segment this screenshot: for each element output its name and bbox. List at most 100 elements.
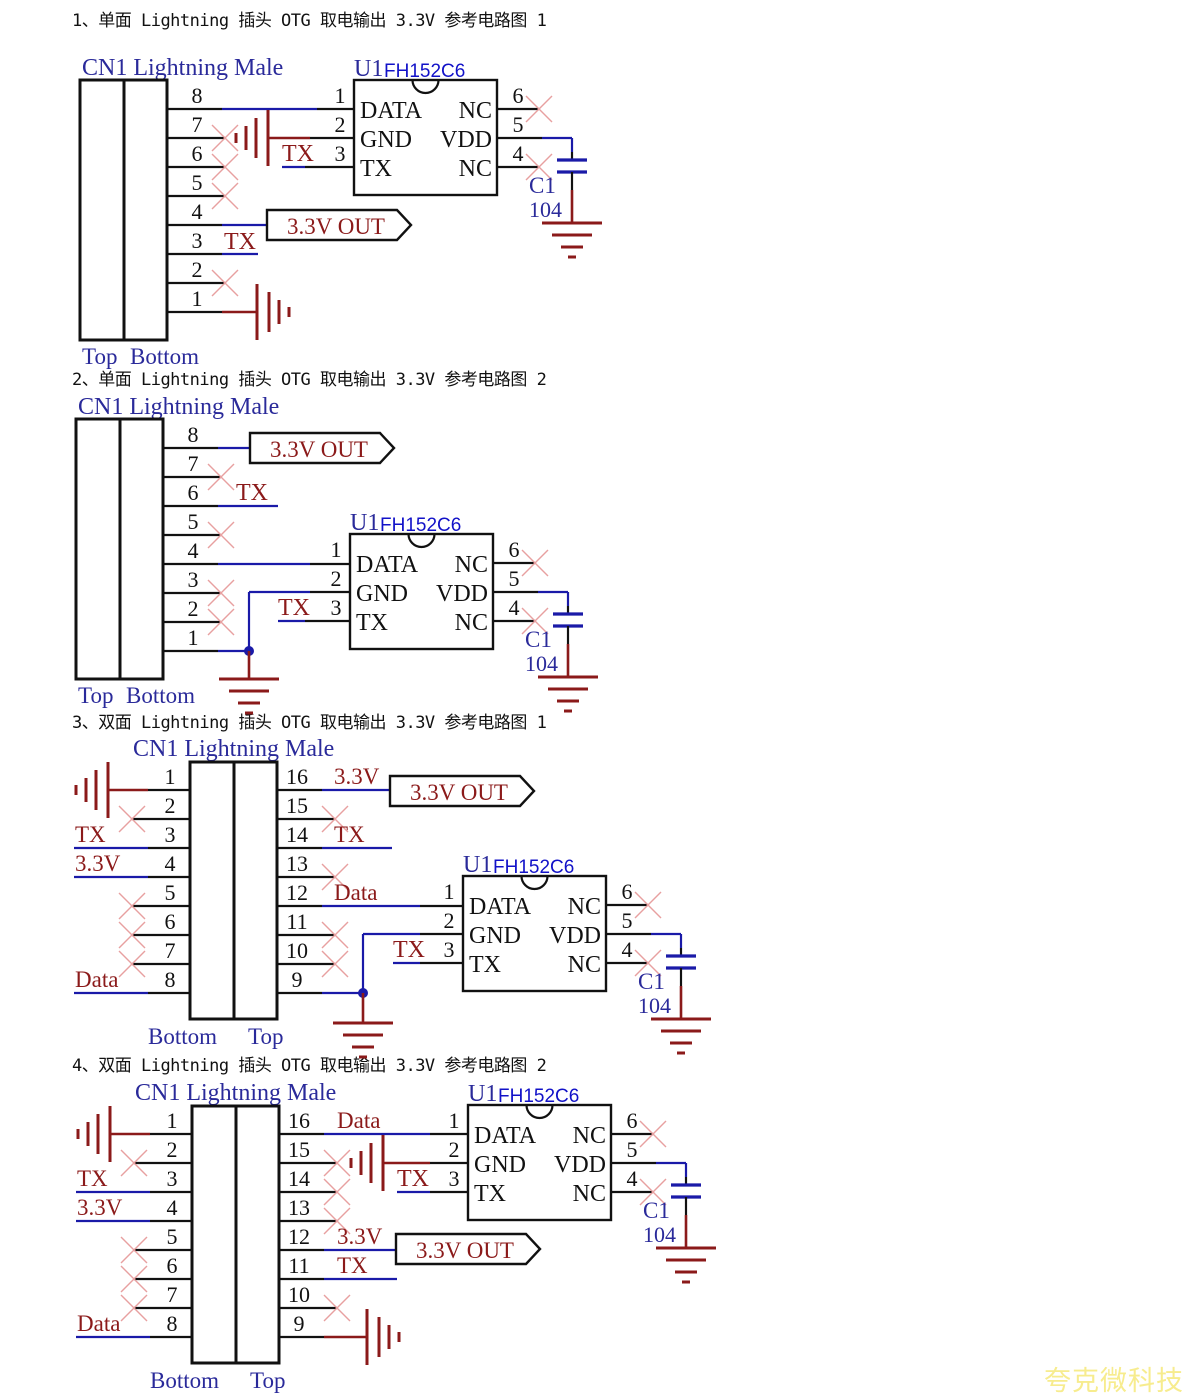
connector-pin-number: 2	[192, 257, 203, 282]
connector-pin-number: 5	[165, 880, 176, 905]
no-connect-icon	[118, 805, 146, 833]
no-connect-icon	[521, 549, 549, 577]
chip-body	[461, 874, 608, 993]
no-connect-icon	[321, 921, 349, 949]
chip-pin-number: 2	[444, 908, 455, 933]
connector-pin-number: 7	[165, 938, 176, 963]
net-label-tx: TX	[393, 937, 425, 963]
chip-pin-name: NC	[455, 552, 488, 578]
chip-pin-number: 1	[449, 1108, 460, 1133]
chip-pin-name: GND	[469, 923, 521, 949]
net-label: Data	[77, 1311, 120, 1336]
connector-pin-number: 2	[167, 1137, 178, 1162]
chip-pin-number: 3	[449, 1166, 460, 1191]
chip-pin-name: VDD	[436, 581, 488, 607]
side-label: Bottom	[150, 1368, 219, 1393]
port-3v3-out: 3.3V OUT	[265, 208, 413, 242]
chip-part: FH152C6	[384, 61, 465, 82]
chip-pin-number: 1	[331, 537, 342, 562]
cap-ref: C1	[525, 627, 552, 652]
no-connect-icon	[211, 269, 239, 297]
net-label: Data	[75, 967, 118, 992]
connector-pin-number: 5	[167, 1224, 178, 1249]
connector-pin-number: 8	[188, 422, 199, 447]
connector-pin-number: 8	[165, 967, 176, 992]
ground-icon	[349, 1135, 385, 1191]
cap-ref: C1	[529, 173, 556, 198]
ground-icon	[538, 675, 598, 713]
connector-title: CN1 Lightning Male	[82, 55, 283, 81]
port-label: 3.3V OUT	[270, 437, 368, 462]
side-label: Top	[82, 344, 117, 369]
chip-ref: U1	[463, 852, 492, 878]
chip-pin-name: NC	[459, 98, 492, 124]
connector-pin-number: 9	[292, 967, 303, 992]
no-connect-icon	[207, 521, 235, 549]
port-3v3-out: 3.3V OUT	[394, 1232, 542, 1266]
connector-pin-number: 16	[288, 1108, 310, 1133]
chip-pin-number: 3	[335, 141, 346, 166]
no-connect-icon	[321, 950, 349, 978]
port-3v3-out: 3.3V OUT	[248, 431, 396, 465]
chip-part: FH152C6	[380, 515, 461, 536]
connector-pin-number: 1	[188, 625, 199, 650]
chip-pin-number: 2	[449, 1137, 460, 1162]
chip-pin-name: GND	[360, 127, 412, 153]
chip-pin-number: 2	[335, 112, 346, 137]
connector-pin-number: 1	[165, 764, 176, 789]
connector-pin-number: 14	[288, 1166, 310, 1191]
port-shape	[388, 774, 536, 808]
chip-pin-name: DATA	[360, 98, 423, 124]
chip-notch	[525, 1104, 554, 1120]
no-connect-icon	[639, 1178, 667, 1206]
no-connect-icon	[120, 1149, 148, 1177]
side-label: Bottom	[126, 683, 195, 708]
no-connect-icon	[118, 892, 146, 920]
connector-pin-number: 5	[192, 170, 203, 195]
port-label: 3.3V OUT	[410, 780, 508, 805]
chip-pin-number: 5	[509, 566, 520, 591]
chip-ref: U1	[350, 510, 379, 536]
chip-pin-number: 2	[331, 566, 342, 591]
connector-pin-number: 12	[288, 1224, 310, 1249]
chip-notch	[407, 533, 436, 549]
chip-pin-number: 1	[444, 879, 455, 904]
connector-pin-number: 4	[167, 1195, 178, 1220]
connector-pin-number: 15	[286, 793, 308, 818]
no-connect-icon	[120, 1236, 148, 1264]
no-connect-icon	[211, 153, 239, 181]
no-connect-icon	[207, 608, 235, 636]
ground-icon	[542, 221, 602, 259]
connector-cn1	[74, 417, 165, 681]
no-connect-icon	[120, 1265, 148, 1293]
side-label: Top	[250, 1368, 285, 1393]
net-label: TX	[334, 822, 365, 847]
connector-pin-number: 14	[286, 822, 308, 847]
heading-diagram-1: 1、单面 Lightning 插头 OTG 取电输出 3.3V 参考电路图 1	[72, 11, 547, 31]
chip-pin-number: 4	[622, 937, 633, 962]
side-label: Bottom	[130, 344, 199, 369]
connector-pin-number: 11	[286, 909, 307, 934]
connector-title: CN1 Lightning Male	[78, 394, 279, 420]
chip-ref: U1	[468, 1081, 497, 1107]
connector-cn1	[78, 78, 169, 342]
chip-pin-number: 5	[622, 908, 633, 933]
connector-pin-number: 1	[192, 286, 203, 311]
heading-diagram-4: 4、双面 Lightning 插头 OTG 取电输出 3.3V 参考电路图 2	[72, 1056, 547, 1076]
watermark: 夸克微科技	[1044, 1366, 1184, 1397]
no-connect-icon	[634, 949, 662, 977]
chip-pin-number: 5	[513, 112, 524, 137]
no-connect-icon	[118, 950, 146, 978]
no-connect-icon	[211, 182, 239, 210]
chip-pin-name: DATA	[356, 552, 419, 578]
net-label: Data	[334, 880, 377, 905]
connector-pin-number: 13	[288, 1195, 310, 1220]
no-connect-icon	[321, 805, 349, 833]
connector-pin-number: 1	[167, 1108, 178, 1133]
chip-pin-name: VDD	[549, 923, 601, 949]
net-label: TX	[337, 1253, 368, 1278]
